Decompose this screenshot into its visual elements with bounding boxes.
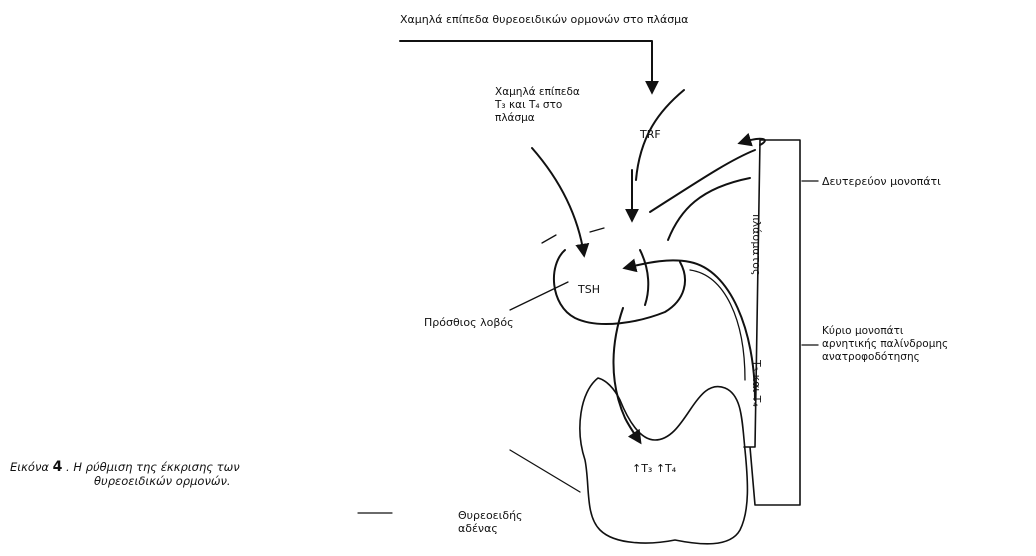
trf-label: TRF xyxy=(640,128,661,141)
feedback-to-pituitary xyxy=(625,260,755,400)
thyroid-line2: αδένας xyxy=(458,522,523,535)
feedback-loop-outer xyxy=(744,140,800,505)
pituitary-stalk xyxy=(640,250,648,305)
caption-line1-wrap: Εικόνα 4 . Η ρύθμιση της έκκρισης των xyxy=(10,460,240,474)
low-t3t4-arrow xyxy=(532,148,584,255)
t3t4-vertical-label: T₃ και T₄ xyxy=(750,360,763,407)
hypothalamus-inner xyxy=(668,178,750,240)
low-t3t4-line2: T₃ και T₄ στο xyxy=(495,99,580,112)
top-label: Χαμηλά επίπεδα θυρεοειδικών ορμονών στο … xyxy=(400,13,688,26)
thyroid-line1: Θυρεοειδής xyxy=(458,509,523,522)
main-path-label: Κύριο μονοπάτι αρνητικής παλίνδρομης ανα… xyxy=(822,325,948,364)
dash-mark-1 xyxy=(542,235,556,243)
dash-mark-2 xyxy=(590,228,604,232)
plasma-vertical-label: πλάσματος xyxy=(750,214,763,275)
main-path-line1: Κύριο μονοπάτι xyxy=(822,325,948,338)
low-t3t4-line3: πλάσμα xyxy=(495,112,580,125)
thyroid-label: Θυρεοειδής αδένας xyxy=(458,509,523,535)
tsh-to-thyroid-arrow xyxy=(613,308,640,442)
low-t3t4-line1: Χαμηλά επίπεδα xyxy=(495,86,580,99)
feedback-return-to-hypothalamus xyxy=(740,139,765,145)
caption-line1: . Η ρύθμιση της έκκρισης των xyxy=(66,460,240,474)
main-path-line3: ανατροφοδότησης xyxy=(822,351,948,364)
caption-number: 4 xyxy=(53,459,63,475)
thyroid-pointer xyxy=(510,450,580,492)
caption-line2: θυρεοειδικών ορμονών. xyxy=(10,474,240,488)
caption-prefix: Εικόνα xyxy=(10,460,49,474)
figure-caption: Εικόνα 4 . Η ρύθμιση της έκκρισης των θυ… xyxy=(10,460,240,488)
pituitary-label: Πρόσθιος λοβός xyxy=(424,316,514,329)
thyroid-outline xyxy=(580,378,748,544)
main-path-line2: αρνητικής παλίνδρομης xyxy=(822,338,948,351)
pituitary-pointer xyxy=(510,282,568,310)
feedback-inner-line xyxy=(690,270,745,380)
top-feed-arrow xyxy=(400,41,652,92)
low-t3t4-label: Χαμηλά επίπεδα T₃ και T₄ στο πλάσμα xyxy=(495,86,580,125)
secondary-path-label: Δευτερεύον μονοπάτι xyxy=(822,175,941,188)
thyroid-hormones-label: ↑T₃ ↑T₄ xyxy=(632,462,676,475)
tsh-label: TSH xyxy=(578,283,600,296)
